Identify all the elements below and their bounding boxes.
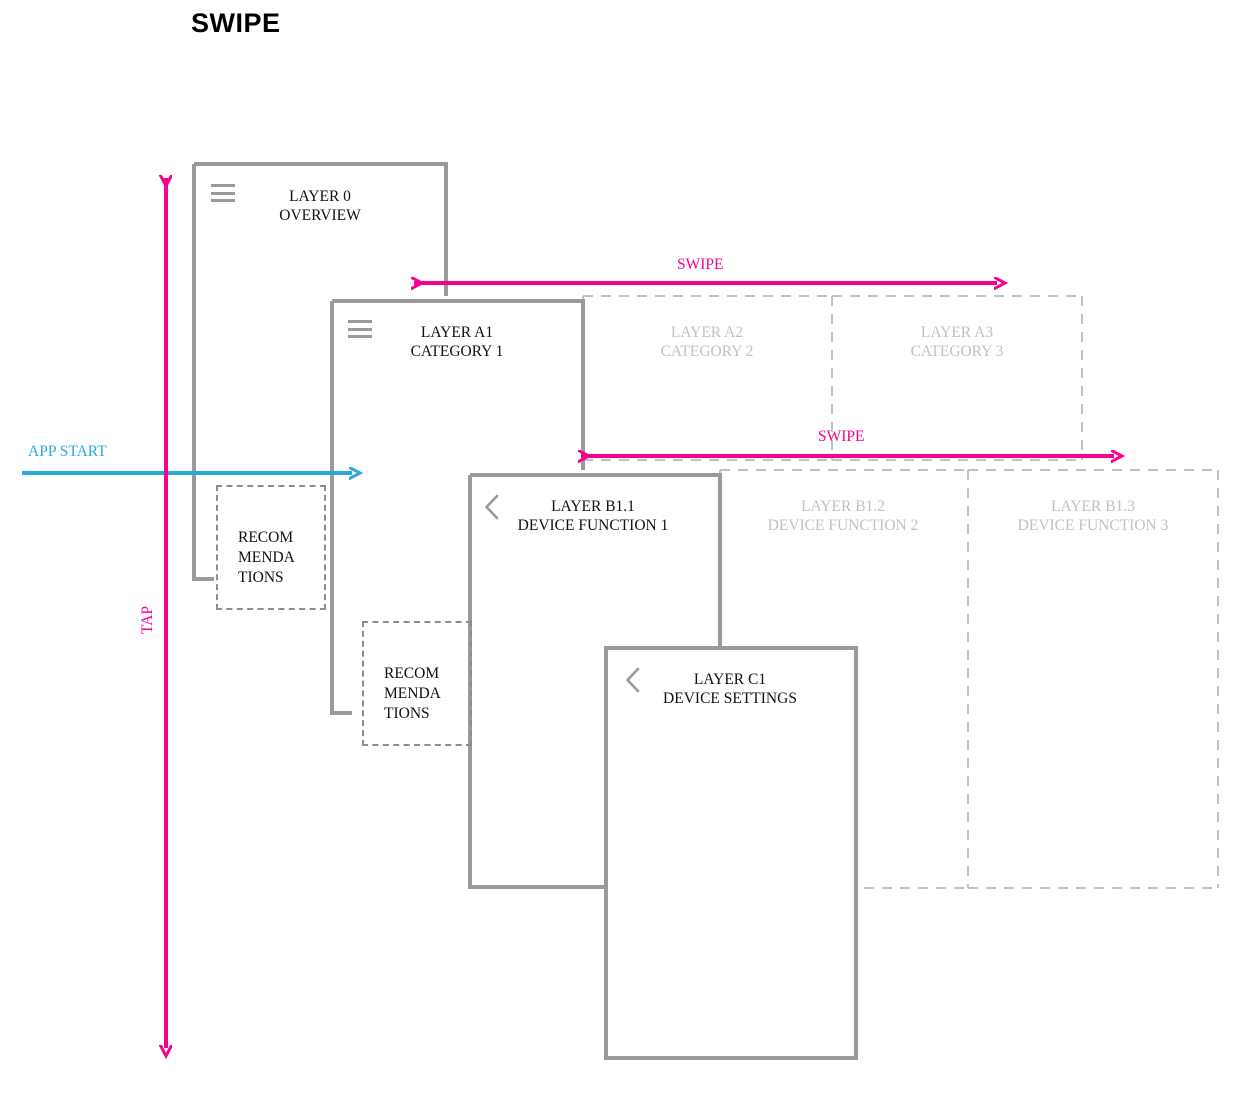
card-title-layer-c1-line2: DEVICE SETTINGS [663, 690, 797, 708]
card-title-layer-a2: LAYER A2 CATEGORY 2 [637, 323, 777, 361]
recommendations-box [362, 621, 472, 746]
hamburger-icon[interactable] [348, 320, 372, 338]
card-layer-c1-frame [604, 646, 858, 1060]
recommendations-box [216, 485, 326, 610]
card-title-layer-0-line1: LAYER 0 [289, 188, 351, 205]
card-title-layer-0-line2: OVERVIEW [279, 207, 361, 225]
app-start-label: APP START [28, 443, 107, 460]
recommendations-label-line2: MENDA [238, 549, 295, 567]
card-title-layer-b13: LAYER B1.3 DEVICE FUNCTION 3 [1013, 497, 1173, 535]
card-title-layer-b12-line2: DEVICE FUNCTION 2 [767, 517, 919, 535]
card-layer-a1-frame [330, 299, 585, 715]
recommendations-label: RECOM MENDA TIONS [238, 528, 295, 588]
card-title-layer-b11-line1: LAYER B1.1 [551, 498, 635, 515]
page-title: SWIPE [191, 8, 281, 38]
tap-label: TAP [139, 605, 156, 634]
back-chevron-icon[interactable] [622, 667, 644, 693]
back-chevron-icon[interactable] [481, 494, 503, 520]
ghost-card-layer-a2-frame [582, 295, 833, 461]
card-layer-0-frame [192, 162, 448, 581]
ghost-card-layer-a3-frame [831, 295, 1083, 461]
card-title-layer-a2-line1: LAYER A2 [670, 324, 744, 341]
recommendations-label-line1: RECOM [384, 665, 440, 682]
card-title-layer-b11: LAYER B1.1 DEVICE FUNCTION 1 [513, 497, 673, 535]
card-title-layer-b12: LAYER B1.2 DEVICE FUNCTION 2 [763, 497, 923, 535]
recommendations-label-line3: TIONS [238, 569, 284, 587]
card-title-layer-a3: LAYER A3 CATEGORY 3 [887, 323, 1027, 361]
card-title-layer-a1-line1: LAYER A1 [420, 324, 494, 341]
recommendations-label: RECOM MENDA TIONS [384, 664, 441, 724]
card-title-layer-a3-line1: LAYER A3 [920, 324, 994, 341]
card-layer-b11-frame [468, 473, 722, 889]
card-title-layer-b13-line2: DEVICE FUNCTION 3 [1017, 517, 1169, 535]
card-title-layer-b12-line1: LAYER B1.2 [801, 498, 885, 515]
recommendations-label-line2: MENDA [384, 685, 441, 703]
card-title-layer-c1-line1: LAYER C1 [693, 671, 767, 688]
hamburger-icon[interactable] [211, 184, 235, 202]
recommendations-label-line1: RECOM [238, 529, 294, 546]
card-title-layer-b11-line2: DEVICE FUNCTION 1 [517, 517, 669, 535]
recommendations-label-line3: TIONS [384, 705, 430, 723]
swipe-label-layer-b: SWIPE [818, 428, 865, 445]
card-title-layer-a1-line2: CATEGORY 1 [410, 343, 504, 361]
card-title-layer-a1: LAYER A1 CATEGORY 1 [387, 323, 527, 361]
card-title-layer-a2-line2: CATEGORY 2 [660, 343, 754, 361]
card-title-layer-b13-line1: LAYER B1.3 [1051, 498, 1135, 515]
card-title-layer-c1: LAYER C1 DEVICE SETTINGS [650, 670, 810, 708]
card-title-layer-0: LAYER 0 OVERVIEW [250, 187, 390, 225]
swipe-label-layer-a: SWIPE [677, 256, 724, 273]
card-title-layer-a3-line2: CATEGORY 3 [910, 343, 1004, 361]
